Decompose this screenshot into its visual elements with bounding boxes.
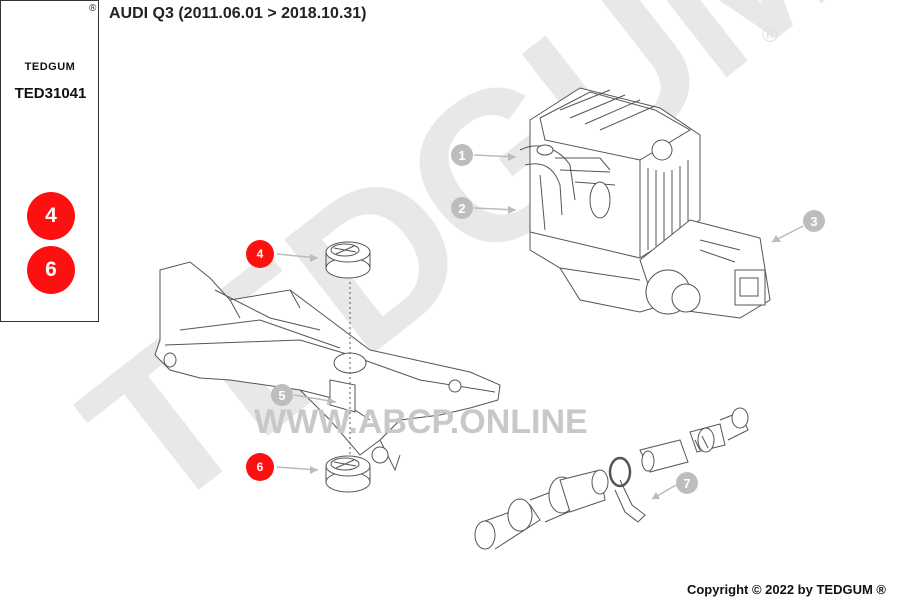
copyright-notice: Copyright © 2022 by TEDGUM ®	[686, 582, 886, 597]
callout-1: 1	[451, 144, 473, 166]
callout-3: 3	[803, 210, 825, 232]
registered-mark: ®	[89, 3, 97, 14]
engine-illustration	[519, 87, 771, 319]
callout-7: 7	[676, 472, 698, 494]
mount-bushing-4	[325, 241, 371, 279]
watermark-url: WWW.ABCP.ONLINE	[254, 403, 588, 441]
watermark-registered-mark: ®	[762, 22, 778, 47]
subframe-illustration	[154, 261, 501, 472]
callout-6: 6	[246, 453, 274, 481]
driveshaft-illustration	[474, 407, 749, 550]
part-code: TED31041	[14, 85, 87, 102]
mount-bushing-6	[325, 455, 371, 493]
callout-2: 2	[451, 197, 473, 219]
sidebar-badge-6: 6	[27, 246, 75, 294]
page-title: AUDI Q3 (2011.06.01 > 2018.10.31)	[109, 5, 367, 22]
sidebar-badge-4: 4	[27, 192, 75, 240]
callout-4: 4	[246, 240, 274, 268]
sidebar-panel: ® TEDGUM TED31041 4 6	[0, 0, 99, 322]
callout-5: 5	[271, 384, 293, 406]
brand-name: TEDGUM	[24, 61, 76, 73]
